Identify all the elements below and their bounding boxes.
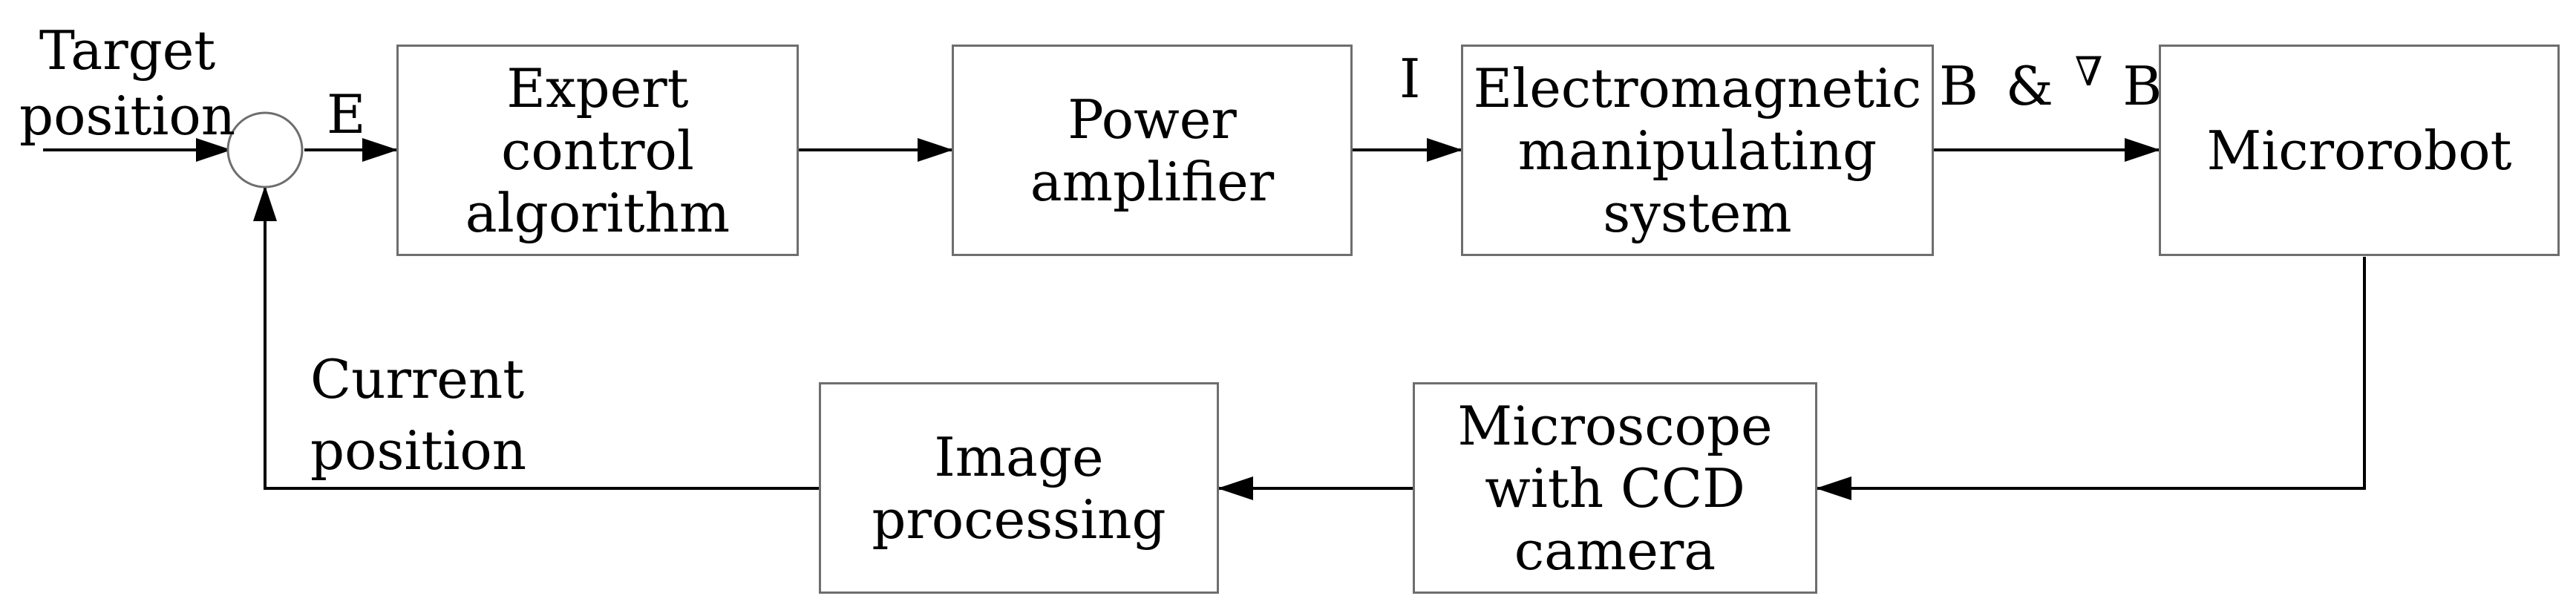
power-label-line-1: Power bbox=[1068, 88, 1237, 151]
expert-label-line-1: Expert bbox=[506, 56, 689, 119]
field-gradient-b-text: B bbox=[2122, 55, 2163, 117]
current-signal-label: I bbox=[1399, 47, 1421, 110]
current-position-line-2: position bbox=[310, 419, 527, 482]
electromagnetic-label-line-3: system bbox=[1603, 181, 1792, 244]
power-amplifier-block: Power amplifier bbox=[952, 45, 1353, 256]
feedback-line bbox=[253, 186, 819, 490]
gradient-symbol: ∇ bbox=[2074, 48, 2103, 95]
microrobot-block: Microrobot bbox=[2159, 45, 2560, 256]
field-b-text: B bbox=[1939, 55, 1978, 117]
microscope-label-line-3: camera bbox=[1514, 519, 1716, 582]
image-label-line-2: processing bbox=[872, 488, 1166, 551]
ampersand-text: & bbox=[2005, 55, 2053, 117]
electromagnetic-system-block: Electromagnetic manipulating system bbox=[1461, 45, 1934, 256]
expert-label-line-3: algorithm bbox=[465, 181, 730, 244]
target-label-line-2: position bbox=[19, 85, 236, 147]
microrobot-to-microscope-line bbox=[1816, 257, 2366, 500]
power-label-line-2: amplifier bbox=[1030, 150, 1275, 213]
current-position-label: Current position bbox=[310, 334, 526, 496]
summing-junction bbox=[226, 111, 304, 189]
target-position-label: Target position bbox=[19, 13, 235, 153]
target-label-line-1: Target bbox=[39, 19, 216, 82]
expert-control-algorithm-block: Expert control algorithm bbox=[396, 45, 799, 256]
expert-label-line-2: control bbox=[501, 119, 694, 182]
microscope-label-line-1: Microscope bbox=[1457, 394, 1773, 457]
microrobot-label: Microrobot bbox=[2206, 119, 2512, 182]
image-processing-block: Image processing bbox=[819, 382, 1219, 594]
microscope-label-line-2: with CCD bbox=[1485, 456, 1745, 520]
current-position-line-1: Current bbox=[310, 348, 525, 410]
microscope-ccd-camera-block: Microscope with CCD camera bbox=[1413, 382, 1817, 594]
field-label: B & ∇ B bbox=[1939, 48, 2163, 122]
electromagnetic-label-line-2: manipulating bbox=[1517, 119, 1877, 182]
electromagnetic-label-line-1: Electromagnetic bbox=[1473, 56, 1922, 119]
image-label-line-1: Image bbox=[934, 425, 1104, 488]
error-label: E bbox=[327, 83, 366, 145]
